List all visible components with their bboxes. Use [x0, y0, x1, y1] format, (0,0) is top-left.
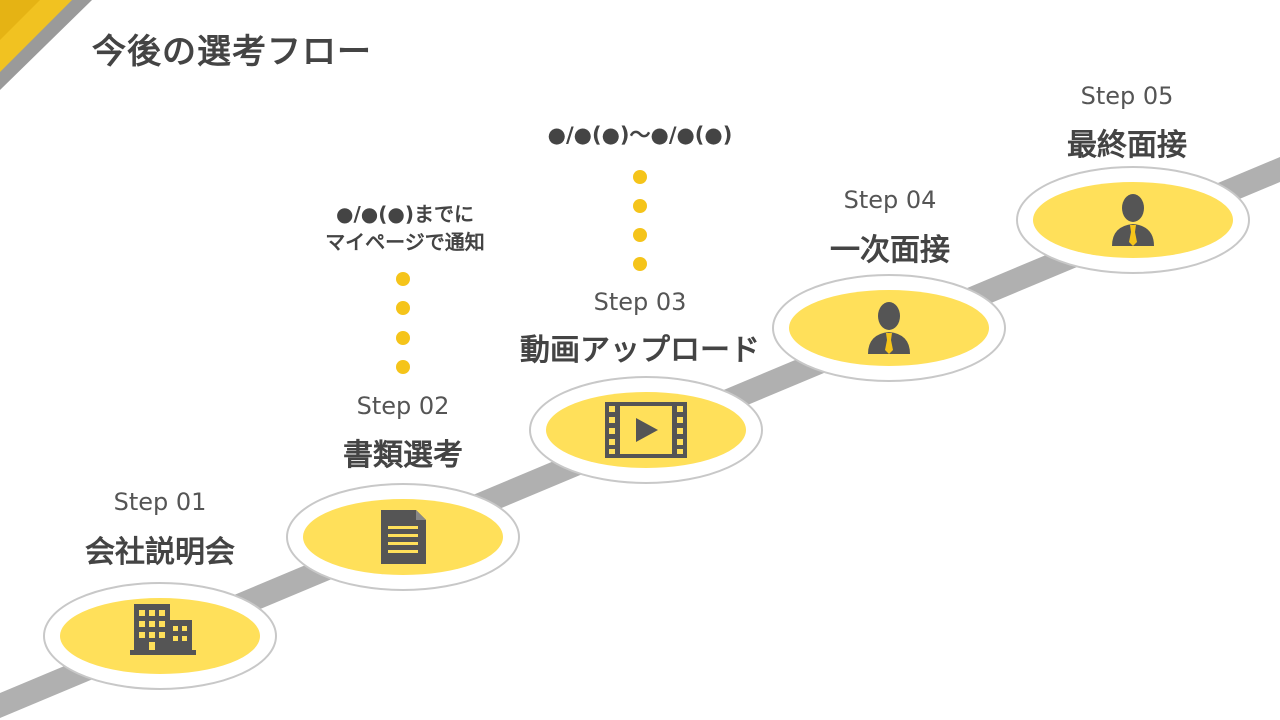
step-03-label: Step 03: [593, 288, 687, 316]
corner-accent-shade: [0, 0, 40, 40]
business-person-icon: [868, 302, 910, 354]
step-02-name: 書類選考: [343, 438, 463, 473]
step-03-period: ●/●(●)〜●/●(●): [547, 123, 733, 147]
step-02-label: Step 02: [356, 392, 450, 420]
dotted-connector-step03: [633, 170, 647, 271]
step-05-node: [1016, 166, 1250, 274]
step-02-note-line2: マイページで通知: [325, 230, 485, 254]
step-04-name: 一次面接: [830, 233, 950, 268]
step-01-node: [43, 582, 277, 690]
step-02-node: [286, 483, 520, 591]
page-title: 今後の選考フロー: [92, 32, 372, 72]
step-04-node: [772, 274, 1006, 382]
document-icon: [381, 510, 426, 564]
step-01-name: 会社説明会: [85, 535, 235, 570]
step-04-label: Step 04: [843, 186, 937, 214]
dotted-connector-step02: [396, 272, 410, 374]
step-03-name: 動画アップロード: [520, 333, 760, 368]
office-building-icon: [130, 604, 196, 655]
step-01-label: Step 01: [113, 488, 207, 516]
video-film-icon: [605, 402, 687, 458]
business-person-icon: [1112, 194, 1154, 246]
step-05-label: Step 05: [1080, 82, 1174, 110]
step-05-name: 最終面接: [1067, 128, 1187, 163]
step-02-note-line1: ●/●(●)までに: [336, 202, 474, 226]
step-03-node: [529, 376, 763, 484]
